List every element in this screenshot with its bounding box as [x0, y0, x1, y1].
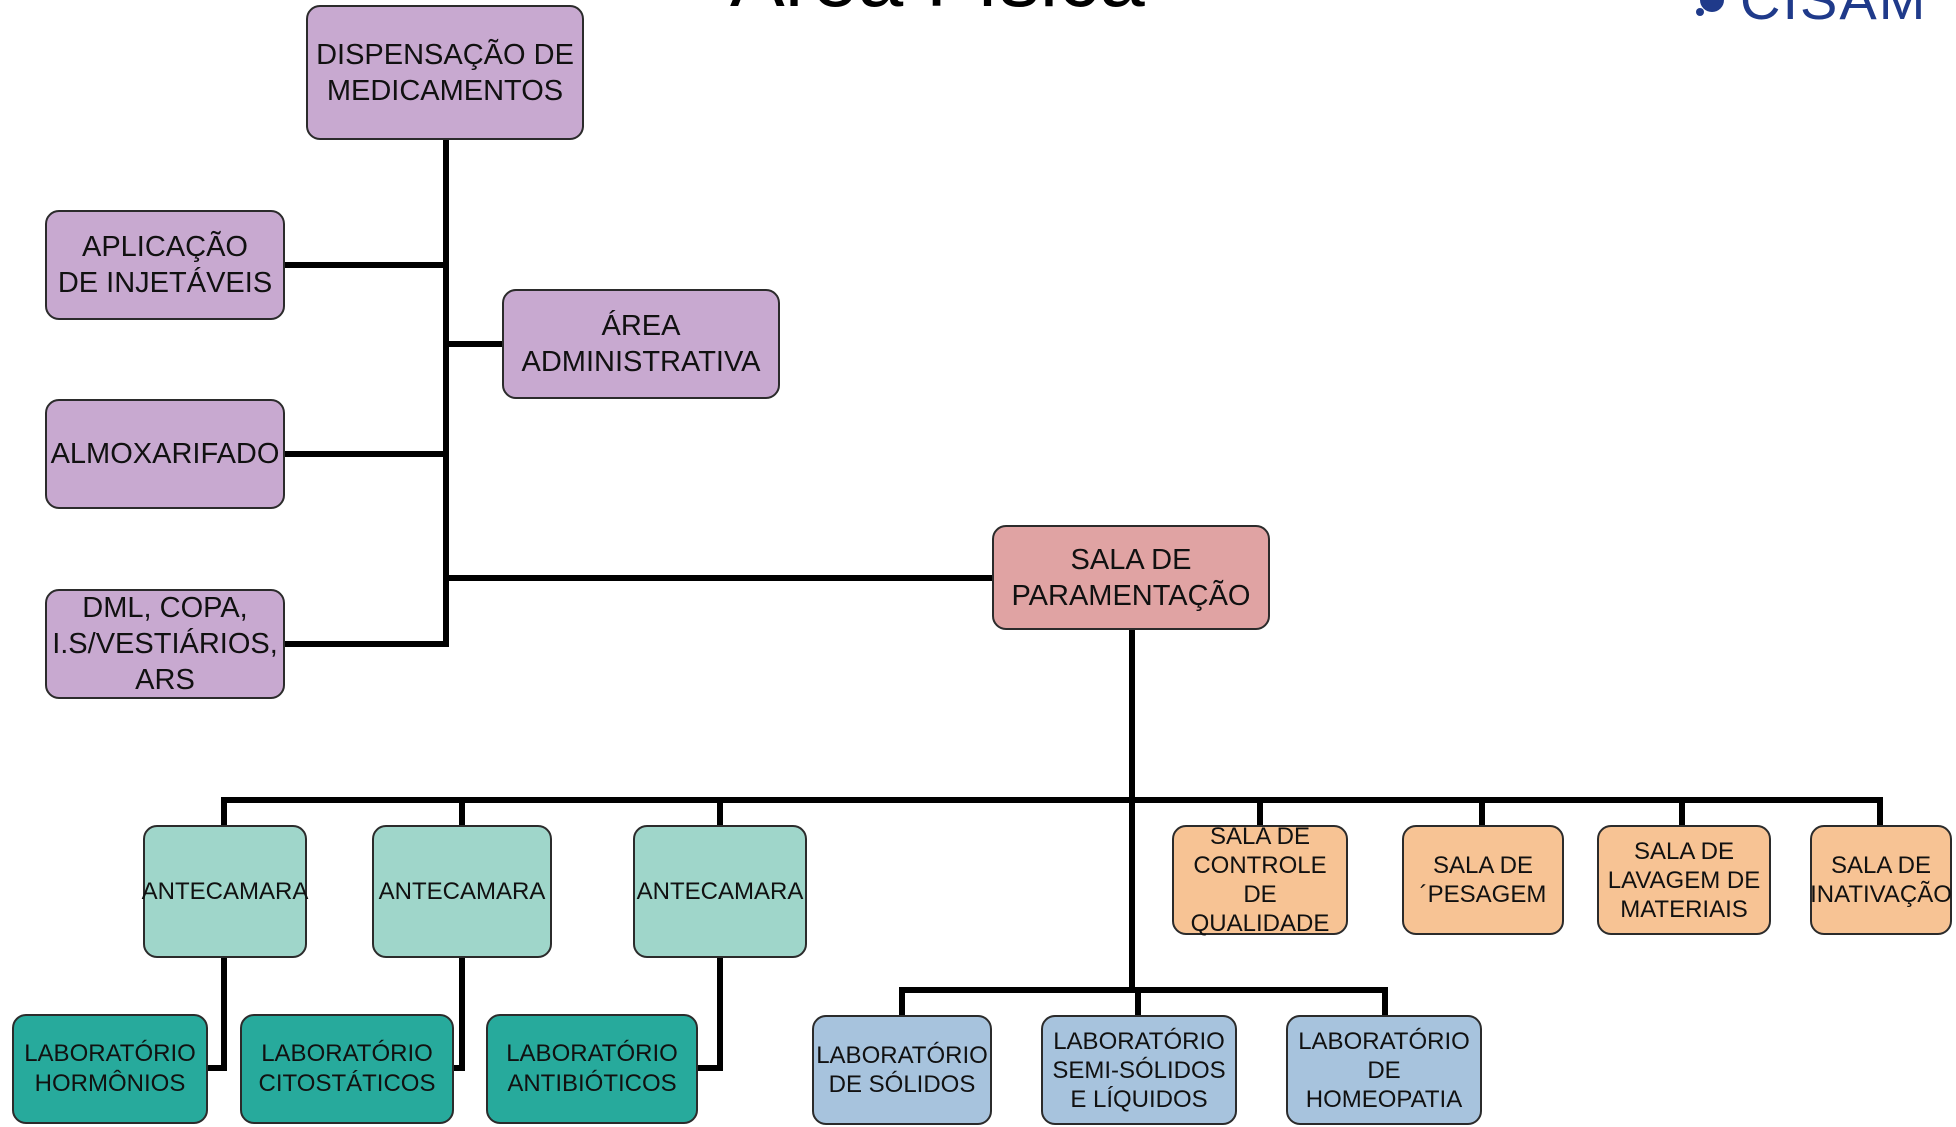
node-sala-controle-qualidade: SALA DE CONTROLE DE QUALIDADE — [1172, 823, 1348, 937]
logo-mark-icon — [1696, 0, 1724, 16]
node-area-administrativa: ÁREA ADMINISTRATIVA — [502, 289, 780, 399]
node-sala-pesagem: SALA DE ´PESAGEM — [1402, 825, 1564, 935]
node-lab-solidos: LABORATÓRIO DE SÓLIDOS — [812, 1015, 992, 1125]
node-almoxarifado: ALMOXARIFADO — [45, 399, 285, 509]
node-lab-hormonios: LABORATÓRIO HORMÔNIOS — [12, 1014, 208, 1124]
node-dml-copa-vestiarios: DML, COPA, I.S/VESTIÁRIOS, ARS — [45, 589, 285, 699]
node-antecamara-1: ANTECAMARA — [142, 825, 308, 958]
node-lab-antibioticos: LABORATÓRIO ANTIBIÓTICOS — [486, 1014, 698, 1124]
node-lab-homeopatia: LABORATÓRIO DE HOMEOPATIA — [1286, 1015, 1482, 1125]
node-lab-semisolidos-liquidos: LABORATÓRIO SEMI-SÓLIDOS E LÍQUIDOS — [1041, 1015, 1237, 1125]
logo-text: CISAM — [1740, 0, 1927, 28]
node-antecamara-3: ANTECAMARA — [633, 825, 807, 958]
node-sala-paramentacao: SALA DE PARAMENTAÇÃO — [992, 525, 1270, 630]
node-aplicacao-injetaveis: APLICAÇÃO DE INJETÁVEIS — [45, 210, 285, 320]
node-antecamara-2: ANTECAMARA — [372, 825, 552, 958]
cisam-logo: CISAM — [1690, 0, 1956, 30]
node-sala-lavagem-materiais: SALA DE LAVAGEM DE MATERIAIS — [1597, 825, 1771, 935]
node-lab-citostaticos: LABORATÓRIO CITOSTÁTICOS — [240, 1014, 454, 1124]
node-sala-inativacao: SALA DE INATIVAÇÃO — [1810, 825, 1952, 935]
node-dispensacao-medicamentos: DISPENSAÇÃO DE MEDICAMENTOS — [306, 5, 584, 140]
page-title: Área Física — [730, 0, 1145, 20]
